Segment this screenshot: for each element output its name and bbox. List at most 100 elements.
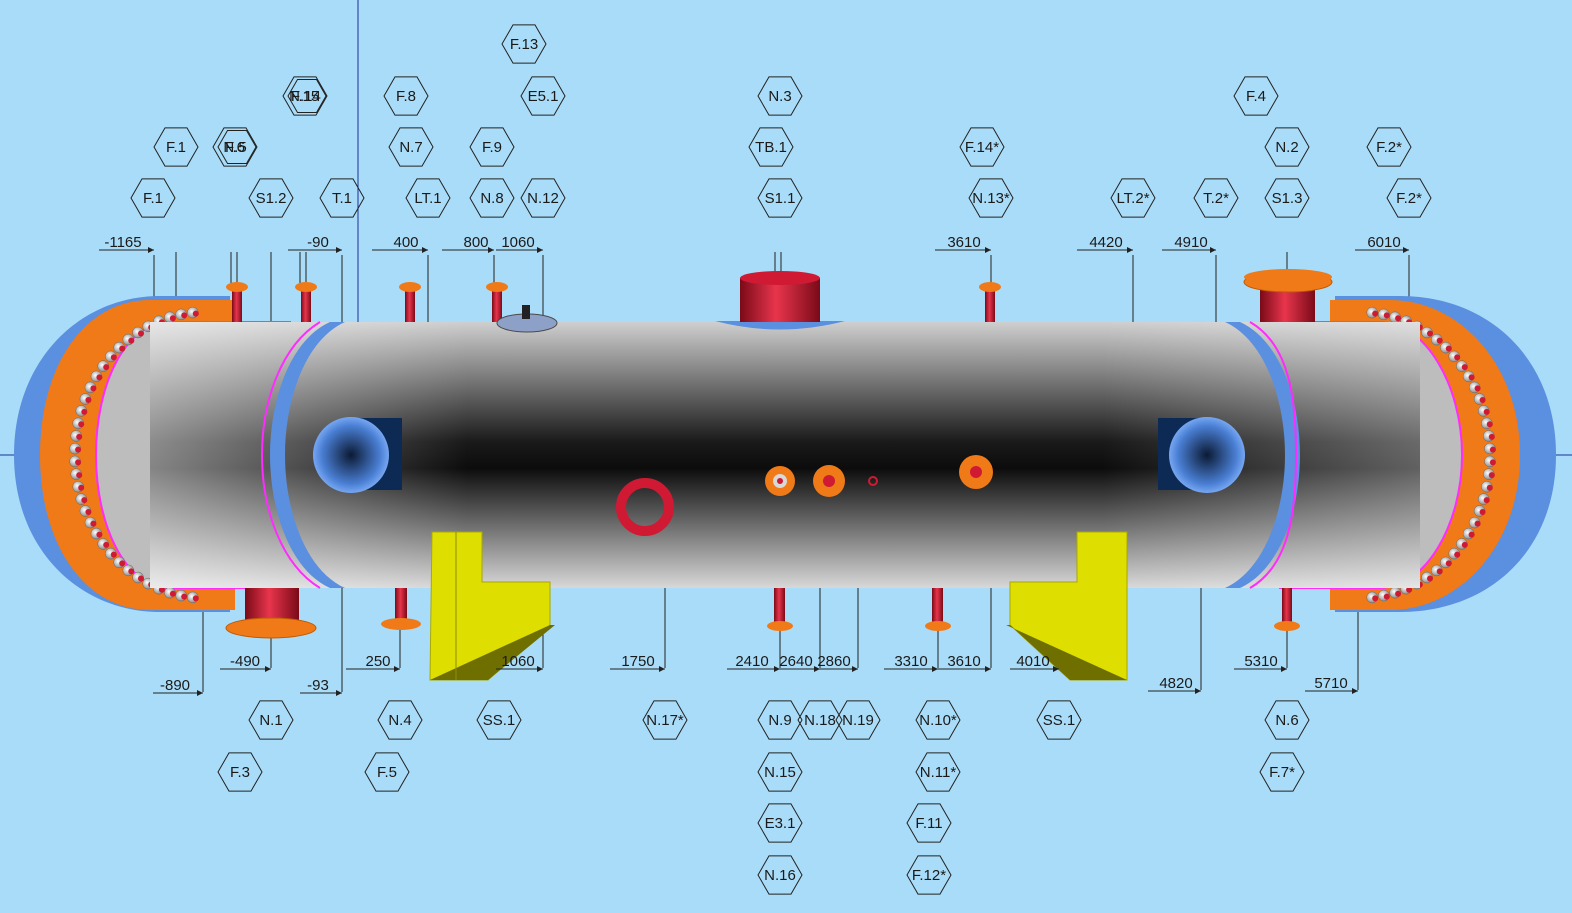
dimension-label: 4820 bbox=[1148, 675, 1201, 694]
tag-callout-overlap[interactable]: F.15N.14 bbox=[282, 76, 328, 116]
tag-callout[interactable]: N.2 bbox=[1264, 127, 1310, 167]
tag-label: N.12 bbox=[527, 190, 559, 207]
tag-callout[interactable]: N.16 bbox=[757, 855, 803, 895]
tag-callout[interactable]: SS.1 bbox=[1036, 700, 1082, 740]
bolt-icon bbox=[1477, 405, 1490, 417]
nozzle-n2[interactable] bbox=[1243, 269, 1333, 322]
tag-callout[interactable]: N.15 bbox=[757, 752, 803, 792]
tag-callout[interactable]: F.2* bbox=[1386, 178, 1432, 218]
tag-callout[interactable]: LT.2* bbox=[1110, 178, 1156, 218]
tag-callout[interactable]: F.9 bbox=[469, 127, 515, 167]
nozzle-n12[interactable] bbox=[496, 305, 558, 333]
dimension-value: 800 bbox=[463, 234, 488, 251]
left-manway[interactable] bbox=[313, 417, 402, 493]
hexagon-icon bbox=[959, 127, 1005, 167]
tag-callout[interactable]: N.18 bbox=[797, 700, 843, 740]
tag-callout[interactable]: N.10* bbox=[915, 700, 961, 740]
tag-callout[interactable]: T.2* bbox=[1193, 178, 1239, 218]
tag-callout[interactable]: S1.1 bbox=[757, 178, 803, 218]
nozzle-n3[interactable] bbox=[715, 271, 845, 330]
tag-callout[interactable]: N.12 bbox=[520, 178, 566, 218]
side-nozzles[interactable] bbox=[616, 455, 993, 536]
nozzle-n7[interactable] bbox=[399, 282, 421, 322]
tag-callout[interactable]: F.1 bbox=[153, 127, 199, 167]
tag-callout[interactable]: F.11 bbox=[906, 803, 952, 843]
hexagon-icon bbox=[835, 700, 881, 740]
tag-callout[interactable]: N.3 bbox=[757, 76, 803, 116]
tag-callout[interactable]: N.19 bbox=[835, 700, 881, 740]
hexagon-icon bbox=[520, 76, 566, 116]
tag-callout[interactable]: N.1 bbox=[248, 700, 294, 740]
right-manway[interactable] bbox=[1158, 417, 1245, 493]
nozzle-n4[interactable] bbox=[381, 588, 421, 630]
tag-callout[interactable]: N.7 bbox=[388, 127, 434, 167]
nozzle-n8[interactable] bbox=[486, 282, 508, 322]
hexagon-icon bbox=[757, 803, 803, 843]
tag-callout[interactable]: F.8 bbox=[383, 76, 429, 116]
nozzle-n1[interactable] bbox=[225, 588, 317, 639]
dimension-label: 6010 bbox=[1355, 234, 1409, 253]
tag-callout[interactable]: T.1 bbox=[319, 178, 365, 218]
bottom-nozzles[interactable] bbox=[225, 588, 1300, 639]
tag-callout[interactable]: N.6 bbox=[1264, 700, 1310, 740]
nozzle-small[interactable] bbox=[868, 476, 878, 486]
tag-callout[interactable]: F.4 bbox=[1233, 76, 1279, 116]
tag-callout[interactable]: N.8 bbox=[469, 178, 515, 218]
nozzle-n18[interactable] bbox=[765, 466, 795, 496]
dimension-label: 5310 bbox=[1234, 653, 1287, 672]
tag-callout[interactable]: E5.1 bbox=[520, 76, 566, 116]
nozzle-n9[interactable] bbox=[767, 588, 793, 631]
hexagon-icon bbox=[1264, 700, 1310, 740]
tag-callout[interactable]: E3.1 bbox=[757, 803, 803, 843]
tag-callout[interactable]: F.12* bbox=[906, 855, 952, 895]
tag-callout[interactable]: F.3 bbox=[217, 752, 263, 792]
nozzle-n5[interactable] bbox=[226, 282, 248, 322]
hexagon-icon bbox=[319, 178, 365, 218]
tag-callout[interactable]: F.2* bbox=[1366, 127, 1412, 167]
dimension-label: 2410 bbox=[727, 653, 780, 672]
tag-callout[interactable]: F.7* bbox=[1259, 752, 1305, 792]
left-saddle[interactable] bbox=[429, 531, 555, 681]
arrow-icon bbox=[1210, 247, 1216, 253]
tag-callout[interactable]: F.5 bbox=[364, 752, 410, 792]
hexagon-icon bbox=[388, 127, 434, 167]
tag-callout[interactable]: S1.3 bbox=[1264, 178, 1310, 218]
tag-callout[interactable]: F.13 bbox=[501, 24, 547, 64]
arrow-icon bbox=[537, 666, 543, 672]
nozzle-n6[interactable] bbox=[1274, 588, 1300, 631]
tag-callout[interactable]: F.1 bbox=[130, 178, 176, 218]
tag-label: N.3 bbox=[768, 88, 791, 105]
nozzle-n14[interactable] bbox=[295, 282, 317, 322]
tag-callout[interactable]: N.11* bbox=[915, 752, 961, 792]
left-seam-line bbox=[260, 321, 321, 589]
arrow-icon bbox=[1195, 688, 1201, 694]
nozzle-n13[interactable] bbox=[979, 282, 1001, 322]
tag-callout[interactable]: N.4 bbox=[377, 700, 423, 740]
tag-callout-overlap[interactable]: F.6N.5 bbox=[212, 127, 258, 167]
nozzle-n11[interactable] bbox=[959, 455, 993, 489]
bolt-icon bbox=[1389, 311, 1402, 324]
tag-callout[interactable]: N.17* bbox=[642, 700, 688, 740]
right-saddle[interactable] bbox=[1006, 531, 1128, 681]
tag-callout[interactable]: F.14* bbox=[959, 127, 1005, 167]
tag-callout[interactable]: SS.1 bbox=[476, 700, 522, 740]
nozzle-n10[interactable] bbox=[925, 588, 951, 631]
arrow-icon bbox=[197, 690, 203, 696]
tag-callout[interactable]: N.13* bbox=[968, 178, 1014, 218]
nozzle-n19[interactable] bbox=[813, 465, 845, 497]
top-nozzles[interactable] bbox=[226, 269, 1333, 333]
hexagon-icon bbox=[1110, 178, 1156, 218]
bolt-icon bbox=[1468, 516, 1481, 529]
tag-callout[interactable]: LT.1 bbox=[405, 178, 451, 218]
tag-callout[interactable]: S1.2 bbox=[248, 178, 294, 218]
tag-label: N.19 bbox=[842, 712, 874, 729]
dimension-value: 4820 bbox=[1159, 675, 1192, 692]
right-seam-line bbox=[1249, 321, 1298, 589]
nozzle-n17[interactable] bbox=[616, 478, 674, 536]
tag-callout[interactable]: N.9 bbox=[757, 700, 803, 740]
hexagon-icon bbox=[1233, 76, 1279, 116]
right-seam-ring bbox=[1225, 322, 1300, 588]
tag-callout[interactable]: TB.1 bbox=[748, 127, 794, 167]
bolt-icon bbox=[97, 360, 110, 372]
